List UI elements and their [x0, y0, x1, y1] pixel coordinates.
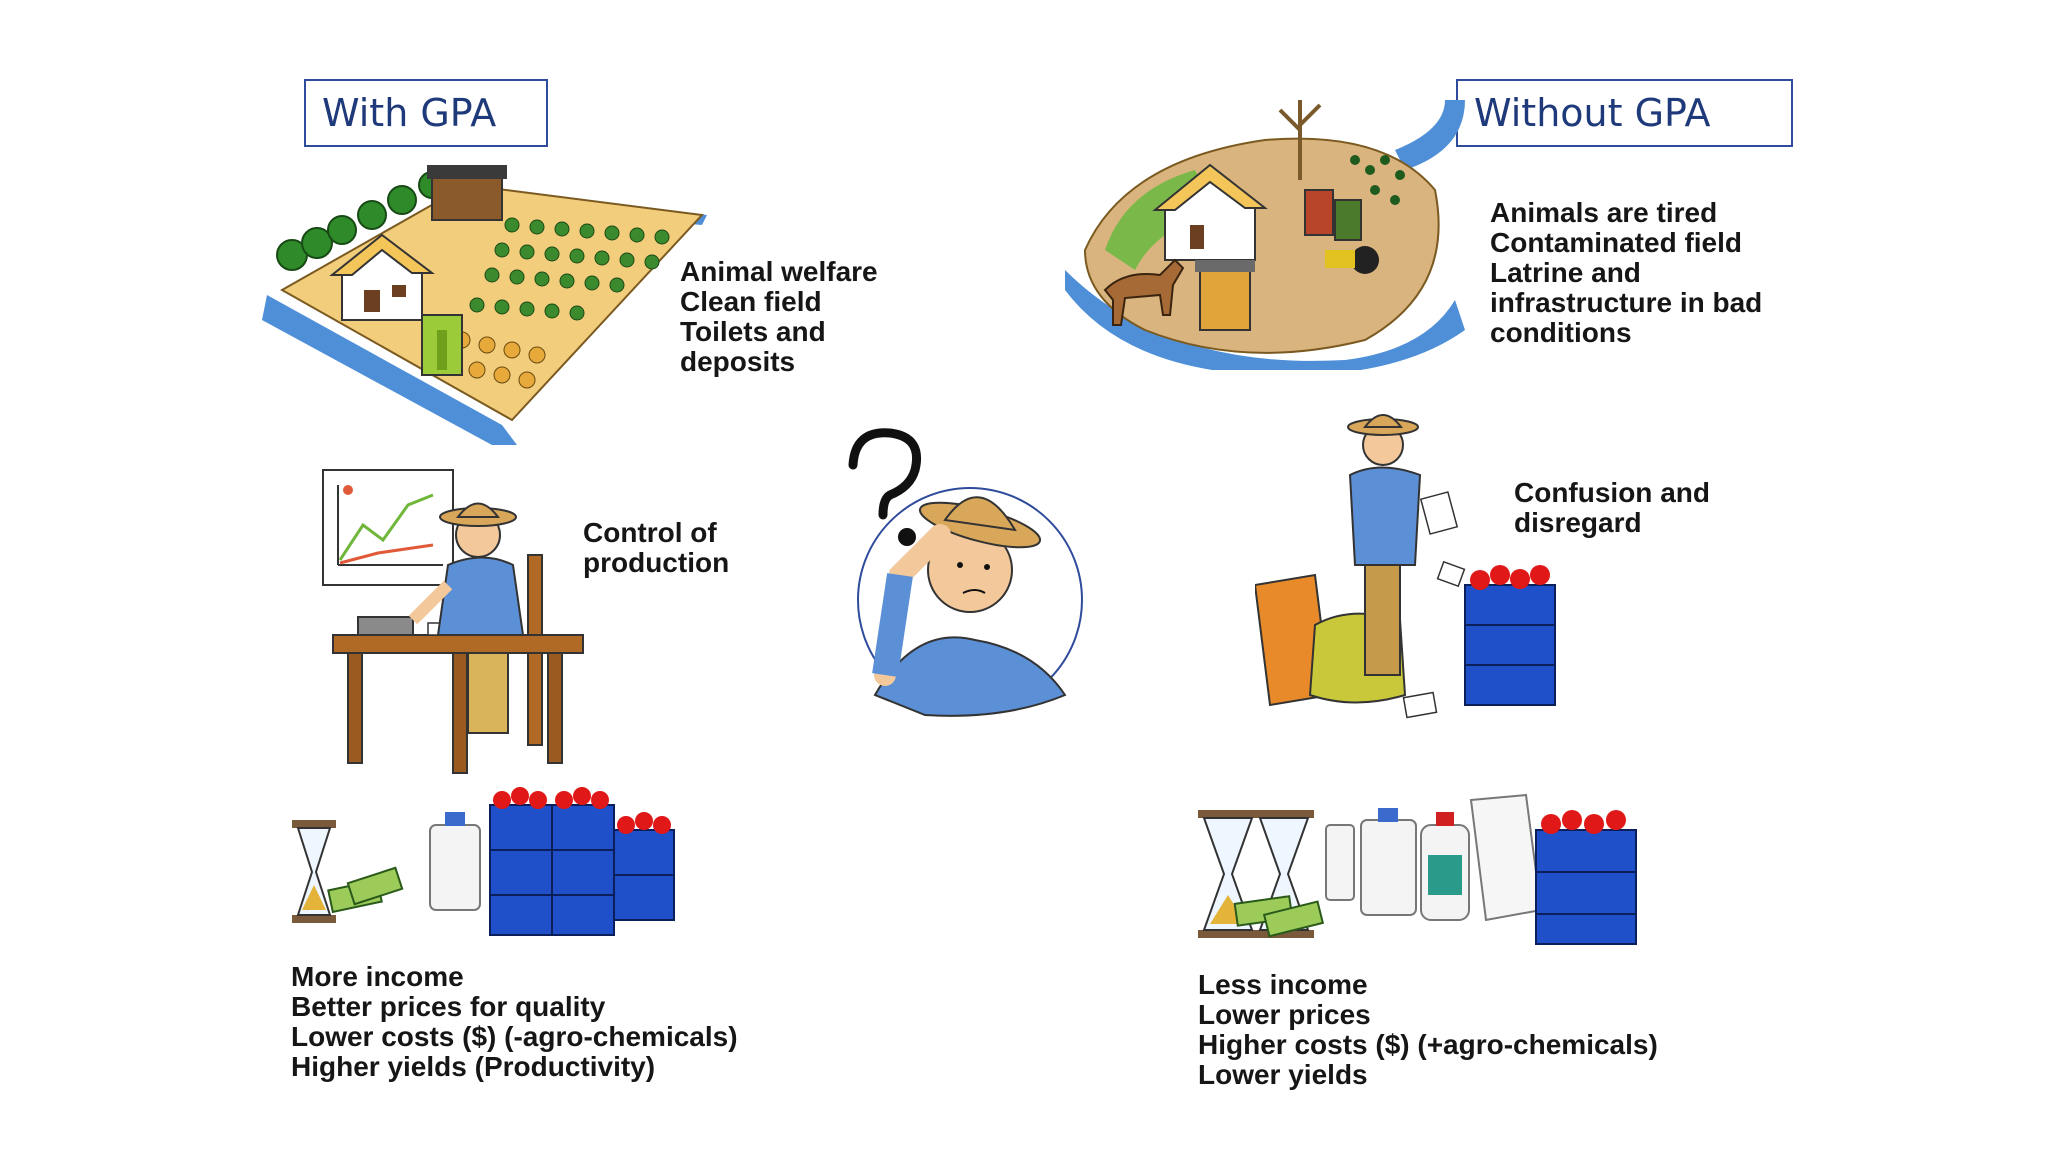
caption-line: production — [583, 547, 730, 578]
confused-farmer-with-sacks-illustration — [1255, 414, 1556, 719]
caption-line: Clean field — [680, 286, 822, 317]
without-gpa-title: Without GPA — [1456, 79, 1793, 147]
caption-line: Lower yields — [1198, 1059, 1368, 1090]
caption-line: Contaminated field — [1490, 227, 1743, 258]
caption-line: Higher yields (Productivity) — [291, 1051, 656, 1082]
left-outcomes-caption: More income Better prices for quality Lo… — [291, 962, 738, 1082]
left-resources-illustration — [292, 787, 675, 936]
caption-line: Latrine and — [1490, 257, 1641, 288]
hourglass-icon — [292, 820, 336, 923]
contaminated-farm-illustration — [1065, 100, 1465, 370]
caption-line: infrastructure in bad — [1490, 287, 1763, 318]
clean-farm-illustration — [262, 165, 707, 445]
clean-farm-caption: Animal welfare Clean field Toilets and d… — [680, 257, 878, 377]
farmer-at-desk-illustration — [322, 469, 584, 774]
caption-line: Confusion and — [1514, 477, 1710, 508]
bottle-icon — [429, 812, 481, 911]
caption-line: More income — [291, 961, 464, 992]
contaminated-farm-caption: Animals are tired Contaminated field Lat… — [1490, 198, 1762, 348]
caption-line: Animals are tired — [1490, 197, 1718, 228]
caption-line: deposits — [680, 346, 796, 377]
control-caption: Control of production — [583, 518, 729, 578]
confusion-caption: Confusion and disregard — [1514, 478, 1710, 538]
caption-line: Toilets and — [680, 316, 826, 347]
caption-line: Animal welfare — [680, 256, 878, 287]
caption-line: Control of — [583, 517, 717, 548]
question-mark-icon — [848, 428, 921, 546]
with-gpa-title: With GPA — [304, 79, 548, 147]
caption-line: Lower costs ($) (-agro-chemicals) — [291, 1021, 738, 1052]
caption-line: conditions — [1490, 317, 1632, 348]
crate-icon — [1464, 565, 1556, 706]
caption-line: Less income — [1198, 969, 1368, 1000]
money-icon — [327, 866, 404, 914]
caption-line: Lower prices — [1198, 999, 1371, 1030]
money-icon — [1233, 895, 1325, 938]
caption-line: disregard — [1514, 507, 1642, 538]
confused-farmer-icon — [848, 428, 1083, 717]
right-outcomes-caption: Less income Lower prices Higher costs ($… — [1198, 970, 1658, 1090]
bottle-icon — [1325, 793, 1543, 922]
caption-line: Higher costs ($) (+agro-chemicals) — [1198, 1029, 1658, 1060]
caption-line: Better prices for quality — [291, 991, 606, 1022]
right-resources-illustration — [1198, 793, 1637, 945]
crate-icon — [489, 787, 675, 936]
crate-icon — [1535, 810, 1637, 945]
